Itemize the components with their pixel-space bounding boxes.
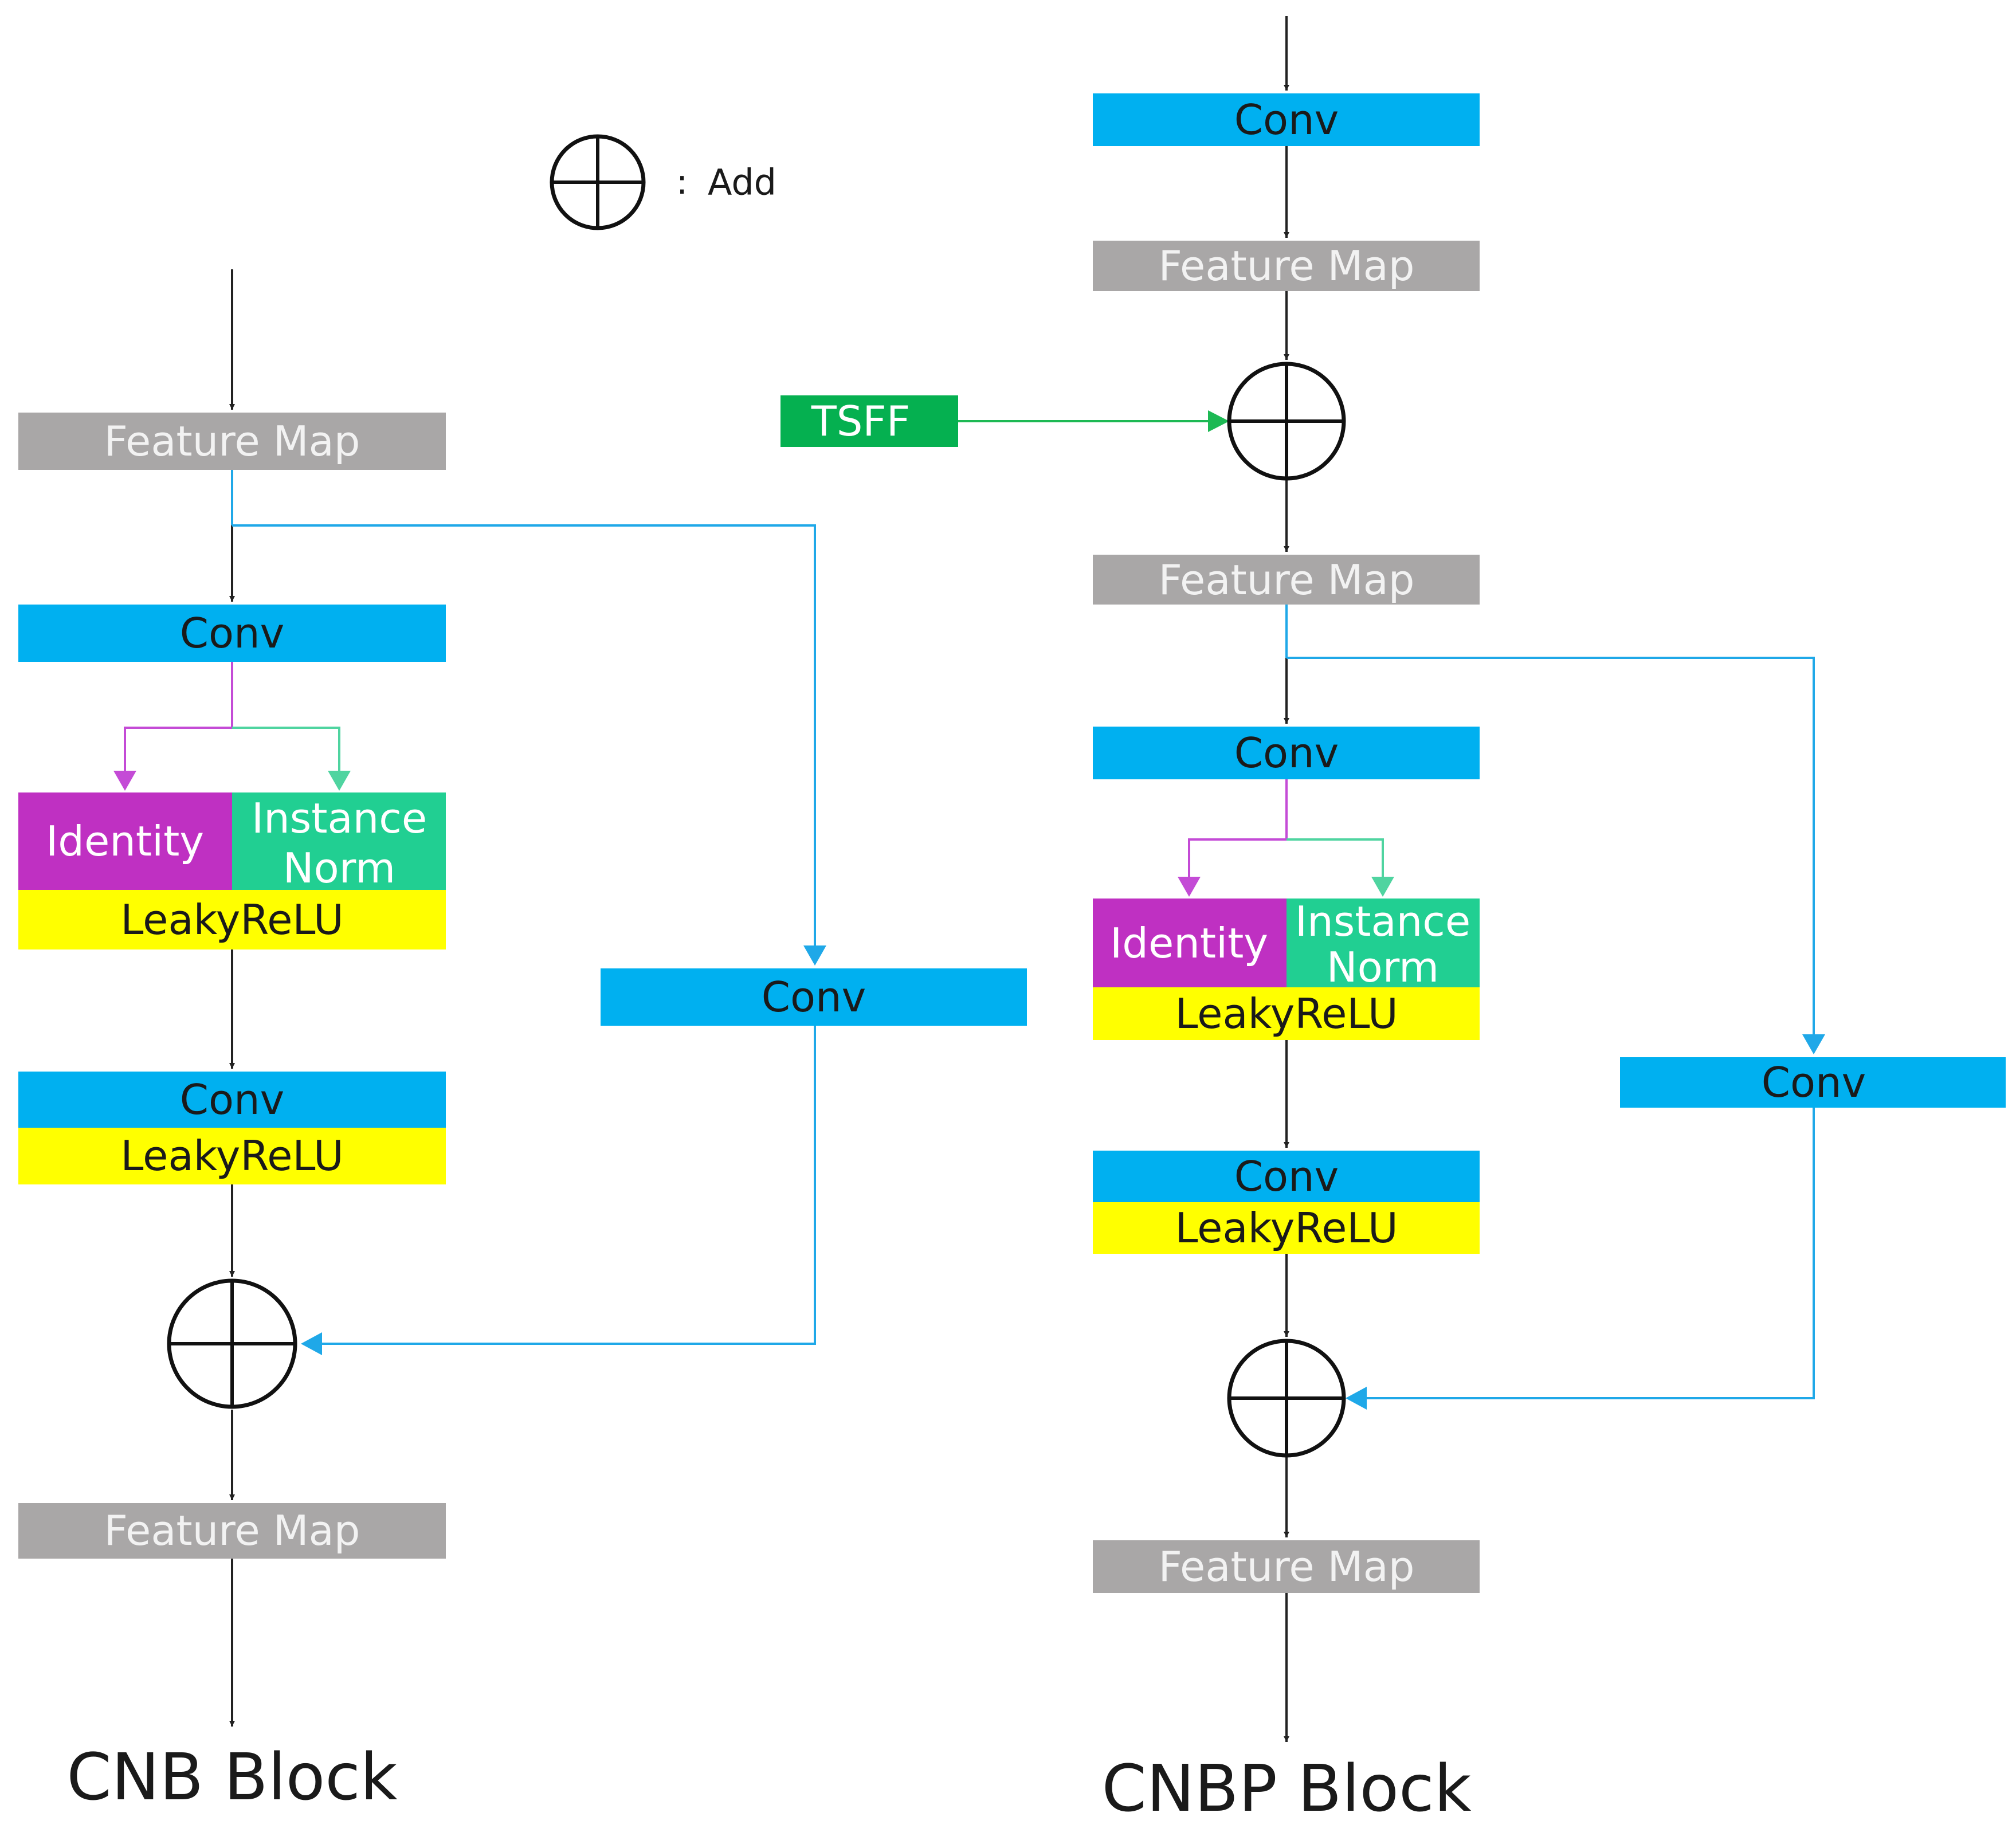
svg-text:Feature Map: Feature Map <box>1159 1543 1415 1591</box>
cnbp-conv-top: Conv <box>1093 93 1480 146</box>
cnbp-feature-map-2: Feature Map <box>1093 555 1480 605</box>
svg-text:Feature Map: Feature Map <box>104 1506 360 1555</box>
cnb-skip-line <box>232 524 816 954</box>
cnb-skip-arrowhead <box>803 945 826 966</box>
cnb-skip-return-line <box>312 1026 816 1345</box>
svg-text:Instance: Instance <box>1295 897 1470 945</box>
svg-text:Conv: Conv <box>1234 729 1339 777</box>
cnbp-identity-arrowhead <box>1178 877 1201 897</box>
cnbp-skip-arrowhead <box>1802 1034 1825 1054</box>
svg-text:LeakyReLU: LeakyReLU <box>120 896 343 944</box>
cnbp-feature-map-out: Feature Map <box>1093 1540 1480 1593</box>
add-symbol-icon <box>550 134 646 230</box>
svg-text:Feature Map: Feature Map <box>104 417 360 465</box>
cnb-feature-map-in: Feature Map <box>18 413 446 470</box>
svg-text:Norm: Norm <box>1327 943 1439 991</box>
svg-text:Instance: Instance <box>252 794 427 842</box>
cnbp-norm-arrowhead <box>1371 877 1394 897</box>
cnb-leaky-relu1: LeakyReLU <box>18 890 446 949</box>
cnbp-connectors <box>958 16 1825 1742</box>
cnb-leaky-relu2: LeakyReLU <box>18 1128 446 1184</box>
cnbp-add2-icon <box>1227 1339 1346 1458</box>
legend-separator: : <box>676 162 688 202</box>
svg-text:Conv: Conv <box>1234 1152 1339 1200</box>
cnb-conv1: Conv <box>18 605 446 662</box>
cnbp-feature-map-1: Feature Map <box>1093 241 1480 291</box>
cnb-instance-norm: Instance Norm <box>232 792 446 892</box>
cnbp-block: Conv Feature Map TSFF Feature Map Conv I… <box>780 16 2006 1826</box>
cnbp-add1-icon <box>1227 362 1346 481</box>
svg-text:Identity: Identity <box>46 817 204 865</box>
cnb-conv2: Conv <box>18 1072 446 1128</box>
cnbp-instance-norm: Instance Norm <box>1287 897 1480 991</box>
svg-text:Conv: Conv <box>762 973 866 1021</box>
cnb-add-icon <box>167 1278 297 1409</box>
cnb-skip-conv: Conv <box>601 968 1027 1026</box>
cnbp-leaky-relu1: LeakyReLU <box>1093 987 1480 1040</box>
svg-text:Feature Map: Feature Map <box>1159 556 1415 604</box>
cnbp-skip-return-arrowhead <box>1346 1387 1367 1410</box>
svg-text:Conv: Conv <box>1762 1058 1866 1107</box>
svg-text:Norm: Norm <box>283 844 395 892</box>
cnb-identity-arrowhead <box>113 771 136 791</box>
cnbp-conv2: Conv <box>1093 1151 1480 1202</box>
cnbp-identity: Identity <box>1093 899 1287 987</box>
cnbp-leaky-relu2: LeakyReLU <box>1093 1202 1480 1254</box>
cnb-norm-line <box>232 727 340 779</box>
cnbp-tsff: TSFF <box>780 395 958 447</box>
cnbp-identity-line <box>1188 779 1288 885</box>
cnb-feature-map-out: Feature Map <box>18 1503 446 1559</box>
cnb-caption: CNB Block <box>66 1740 397 1815</box>
cnbp-norm-line <box>1287 838 1384 885</box>
cnb-connectors <box>113 269 826 1727</box>
legend: : Add <box>550 134 776 230</box>
legend-add-label: Add <box>708 162 776 203</box>
cnbp-tsff-arrowhead <box>1208 410 1229 432</box>
cnbp-conv1: Conv <box>1093 727 1480 779</box>
cnbp-skip-return-line <box>1358 1108 1815 1399</box>
cnb-block: Feature Map Conv Identity Instance Norm … <box>18 269 1027 1815</box>
cnb-norm-arrowhead <box>328 771 351 791</box>
svg-text:TSFF: TSFF <box>811 397 911 445</box>
svg-text:Conv: Conv <box>180 609 285 657</box>
cnb-identity: Identity <box>18 792 232 890</box>
svg-text:LeakyReLU: LeakyReLU <box>120 1132 343 1180</box>
svg-text:Identity: Identity <box>1110 919 1268 967</box>
cnbp-caption: CNBP Block <box>1102 1752 1472 1826</box>
svg-text:LeakyReLU: LeakyReLU <box>1175 1204 1398 1252</box>
cnbp-skip-conv: Conv <box>1620 1057 2006 1108</box>
cnbp-skip-line <box>1287 657 1815 1043</box>
svg-text:Feature Map: Feature Map <box>1159 242 1415 290</box>
svg-text:LeakyReLU: LeakyReLU <box>1175 990 1398 1038</box>
cnb-identity-line <box>124 662 233 779</box>
cnb-skip-return-arrowhead <box>301 1332 322 1355</box>
svg-text:Conv: Conv <box>1234 96 1339 144</box>
svg-text:Conv: Conv <box>180 1076 285 1124</box>
